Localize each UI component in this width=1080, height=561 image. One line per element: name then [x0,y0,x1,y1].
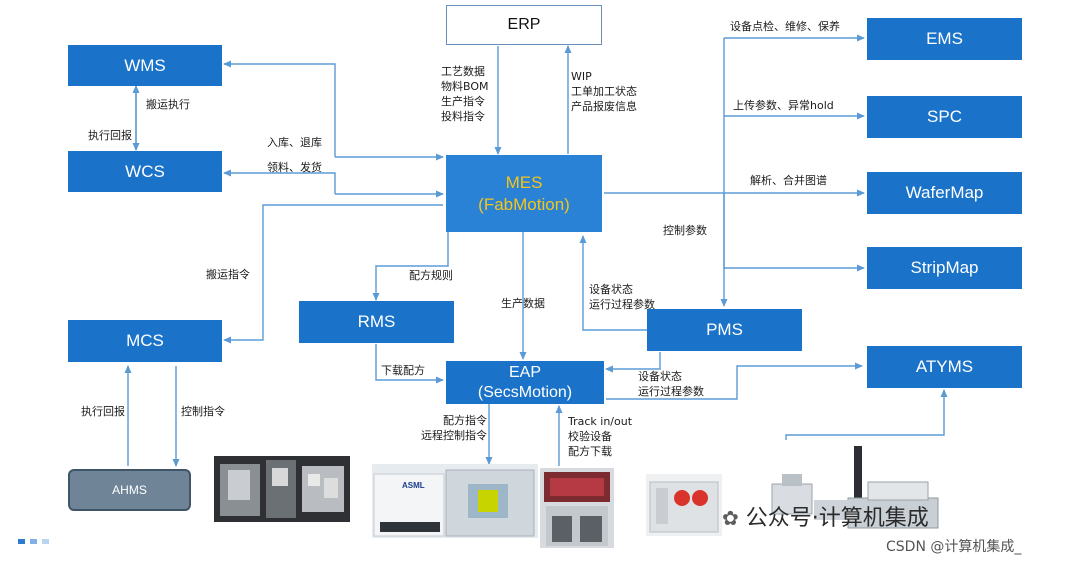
asml-machine-photo: ASML [372,464,538,538]
spc-box[interactable]: SPC [867,96,1022,138]
erp-label: ERP [507,16,541,33]
stripmap-box[interactable]: StripMap [867,247,1022,289]
label-line: 配方指令 [443,414,487,427]
label-wcs-to-wms: 执行回报 [88,129,132,142]
page-dot-icon [18,539,25,544]
test-handler-photo [540,468,614,548]
wechat-icon: ✿ [722,506,739,530]
wafermap-label: WaferMap [905,183,984,202]
mcs-label: MCS [126,331,164,350]
spc-label: SPC [927,107,962,126]
pms-label: PMS [706,320,743,339]
label-ahms-to-mcs: 执行回报 [81,405,125,418]
label-line: 工单加工状态 [571,85,637,98]
label-line: 生产指令 [441,95,485,108]
prober-photo [646,474,722,536]
label-mes-wms: 入库、退库 [267,136,322,149]
label-mes-eap: 生产数据 [501,297,545,310]
arrow-mes-to-rms [372,232,449,301]
label-pms-to-eap: 设备状态 运行过程参数 [638,369,704,399]
wms-box[interactable]: WMS [68,45,222,86]
label-wms-to-wcs: 搬运执行 [146,98,190,111]
rms-label: RMS [357,312,396,331]
ems-label: EMS [926,29,963,48]
label-rms-to-eap: 下载配方 [381,364,425,377]
ahms-box[interactable]: AHMS [68,469,191,511]
label-to-ems: 设备点检、维修、保养 [730,20,840,33]
label-line: 配方下载 [568,445,612,458]
label-line: 运行过程参数 [638,385,704,398]
label-line: 物料BOM [441,80,489,93]
page-indicator [18,539,49,544]
csdn-watermark: CSDN @计算机集成_ [886,539,1022,555]
arrow-pms-to-mes [579,235,647,331]
arrow-mes-to-wms [223,60,336,157]
mes-box[interactable]: MES (FabMotion) [446,155,602,232]
label-erp-to-mes: 工艺数据 物料BOM 生产指令 投料指令 [441,64,489,124]
page-dot-icon [30,539,37,544]
label-line: 产品报废信息 [571,100,637,113]
erp-box[interactable]: ERP [446,5,602,45]
arrow-rms-to-eap [375,344,444,384]
mes-label: MES [505,172,543,192]
arrow-eap-to-atyms [606,362,863,400]
ems-box[interactable]: EMS [867,18,1022,60]
wcs-box[interactable]: WCS [68,151,222,192]
label-line: 运行过程参数 [589,298,655,311]
label-line: 设备状态 [638,370,682,383]
label-to-spc: 上传参数、异常hold [733,99,834,112]
robot-arm-photo [214,456,350,522]
atyms-box[interactable]: ATYMS [867,346,1022,388]
wafermap-box[interactable]: WaferMap [867,172,1022,214]
pms-box[interactable]: PMS [647,309,802,351]
rms-box[interactable]: RMS [299,301,454,343]
asml-logo: ASML [402,481,425,490]
wechat-watermark: ✿ 公众号·计算机集成 [722,500,929,532]
label-mes-to-erp: WIP 工单加工状态 产品报废信息 [571,69,637,114]
label-control-params: 控制参数 [663,224,707,237]
stripmap-label: StripMap [910,258,979,277]
mes-sublabel: (FabMotion) [478,194,570,214]
label-mes-rms: 配方规则 [409,269,453,282]
arrow-mes-to-mcs [223,204,443,344]
label-line: 设备状态 [589,283,633,296]
label-line: 校验设备 [568,430,612,443]
arrow-mes-to-wcs [223,169,336,194]
label-mcs-to-ahms: 控制指令 [181,405,225,418]
assembly-line-photo [768,440,944,532]
eap-box[interactable]: EAP (SecsMotion) [446,361,604,404]
wechat-text: 公众号·计算机集成 [745,506,929,531]
wms-label: WMS [124,55,166,75]
page-dot-icon [42,539,49,544]
label-line: 投料指令 [441,110,485,123]
label-to-wafermap: 解析、合并图谱 [750,174,827,187]
label-line: 工艺数据 [441,65,485,78]
eap-label: EAP [508,363,541,381]
label-pms-to-mes: 设备状态 运行过程参数 [589,282,655,312]
ahms-label: AHMS [112,483,147,497]
arrow-pms-to-eap [605,352,661,373]
label-line: 远程控制指令 [421,429,487,442]
label-eap-down: 配方指令 远程控制指令 [414,413,487,443]
label-line: Track in/out [568,415,633,428]
label-line: WIP [571,70,592,83]
eap-sublabel: (SecsMotion) [477,383,573,401]
mcs-box[interactable]: MCS [68,320,222,362]
label-mes-wcs: 领料、发货 [267,161,322,174]
label-eap-up: Track in/out 校验设备 配方下载 [568,414,632,459]
atyms-label: ATYMS [915,357,974,376]
label-mes-mcs: 搬运指令 [206,268,250,281]
wcs-label: WCS [125,161,165,181]
